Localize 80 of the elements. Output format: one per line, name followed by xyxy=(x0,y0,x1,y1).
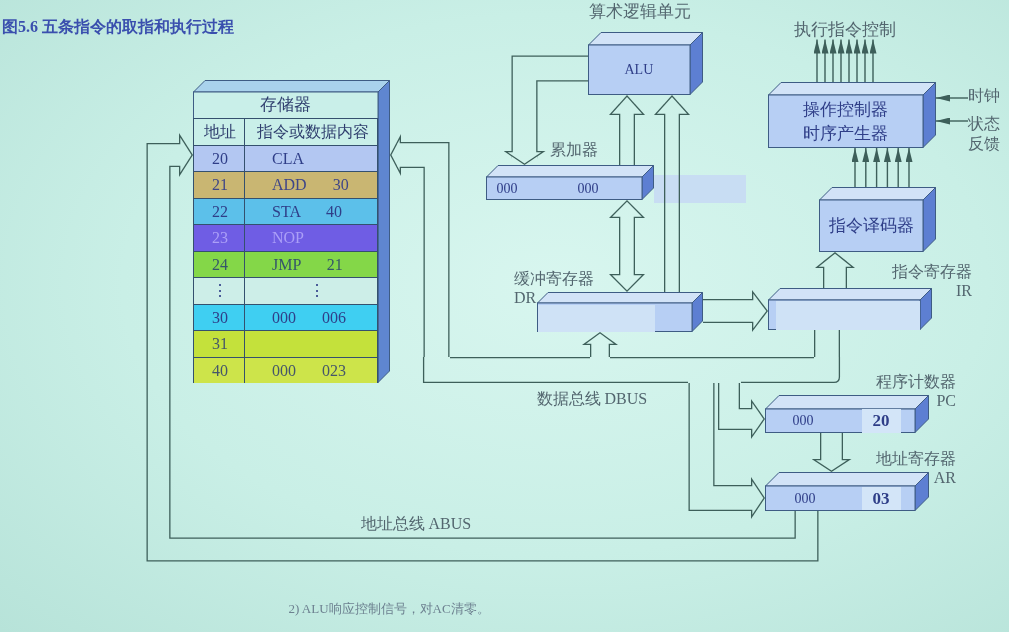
content-text: 000 006 xyxy=(272,308,346,328)
unit-heading: 算术逻辑单元 xyxy=(589,2,691,22)
address-text: 22 xyxy=(212,202,228,222)
address-text: 31 xyxy=(212,335,228,354)
signal-arrow xyxy=(905,147,913,188)
memory-row xyxy=(193,197,378,224)
content-text: STA 40 xyxy=(272,202,343,222)
signal-arrow xyxy=(862,147,870,188)
unit-label: ALU xyxy=(624,62,654,79)
register-value: 000 xyxy=(577,180,599,197)
memory-row xyxy=(193,171,378,198)
control-signal-arrow xyxy=(853,38,861,83)
unit-label: 指令译码器 xyxy=(828,216,914,236)
content-text: JMP 21 xyxy=(272,255,343,275)
signal-arrow xyxy=(935,117,969,125)
memory-title: 存储器 xyxy=(260,95,311,115)
block-arrow xyxy=(503,55,588,165)
memory-row xyxy=(193,330,378,357)
signal-arrow xyxy=(851,147,859,188)
address-text: 23 xyxy=(212,229,228,248)
register-heading: 缓冲寄存器 DR xyxy=(514,269,594,307)
control-signal-arrow xyxy=(837,38,845,83)
bus-branch xyxy=(814,330,840,357)
double-block-arrow xyxy=(609,200,645,292)
bus-branch xyxy=(582,332,618,357)
control-signal-arrow xyxy=(829,38,837,83)
register-value: 000 xyxy=(496,180,518,197)
unit-label: 时序产生器 xyxy=(802,124,888,144)
table-header-row xyxy=(193,118,378,145)
control-signal-arrow xyxy=(821,38,829,83)
column-header: 地址 xyxy=(204,123,236,142)
block-arrow xyxy=(811,433,852,472)
register-value: 000 xyxy=(792,413,814,430)
content-text: NOP xyxy=(272,229,304,248)
control-signal-arrow xyxy=(813,38,821,83)
address-text: 24 xyxy=(212,255,228,275)
memory-row xyxy=(193,250,378,277)
signal-arrow xyxy=(883,147,891,188)
block-arrow xyxy=(654,95,690,292)
register-value: 000 xyxy=(794,491,816,508)
bus-branch xyxy=(390,134,450,357)
content-text: ADD 30 xyxy=(272,176,349,195)
memory-row xyxy=(193,144,378,171)
block-arrow xyxy=(815,252,855,288)
register-heading: 程序计数器 PC xyxy=(876,372,956,410)
signal-group-label: 执行指令控制 xyxy=(794,20,896,40)
bus-label: 数据总线 DBUS xyxy=(536,390,648,409)
address-text: 21 xyxy=(212,176,228,195)
content-text: 000 023 xyxy=(272,361,346,381)
register-heading: 指令寄存器 IR xyxy=(892,262,972,300)
unit-label: 操作控制器 xyxy=(802,100,888,120)
vertical-ellipsis: ⋮ xyxy=(212,282,228,301)
column-header: 指令或数据内容 xyxy=(257,123,369,142)
clock-label: 时钟 xyxy=(968,87,1000,106)
memory-row xyxy=(193,277,378,304)
address-text: 30 xyxy=(212,308,228,328)
memory-row xyxy=(193,224,378,251)
control-signal-arrow xyxy=(845,38,853,83)
address-text: 20 xyxy=(212,149,228,169)
control-signal-arrow xyxy=(861,38,869,83)
block-arrow xyxy=(703,290,768,332)
address-text: 40 xyxy=(212,361,228,381)
register-value: 20 xyxy=(861,409,901,433)
register-heading: 地址寄存器 AR xyxy=(876,449,956,487)
memory-row xyxy=(193,303,378,330)
content-text: CLA xyxy=(272,149,304,169)
memory-row xyxy=(193,356,378,383)
vertical-ellipsis: ⋮ xyxy=(309,282,325,301)
address-bus xyxy=(146,133,819,562)
control-signal-arrow xyxy=(869,38,877,83)
bus-branch xyxy=(718,383,765,439)
bus-label: 地址总线 ABUS xyxy=(360,515,472,534)
figure-title: 图5.6 五条指令的取指和执行过程 xyxy=(2,18,234,37)
register-heading: 累加器 xyxy=(550,141,598,160)
signal-arrow xyxy=(873,147,881,188)
caption: 2) ALU响应控制信号，对AC清零。 xyxy=(288,601,490,617)
feedback-label: 状态反馈 xyxy=(968,114,1002,154)
block-arrow xyxy=(609,95,645,165)
signal-arrow xyxy=(894,147,902,188)
signal-arrow xyxy=(935,94,969,102)
